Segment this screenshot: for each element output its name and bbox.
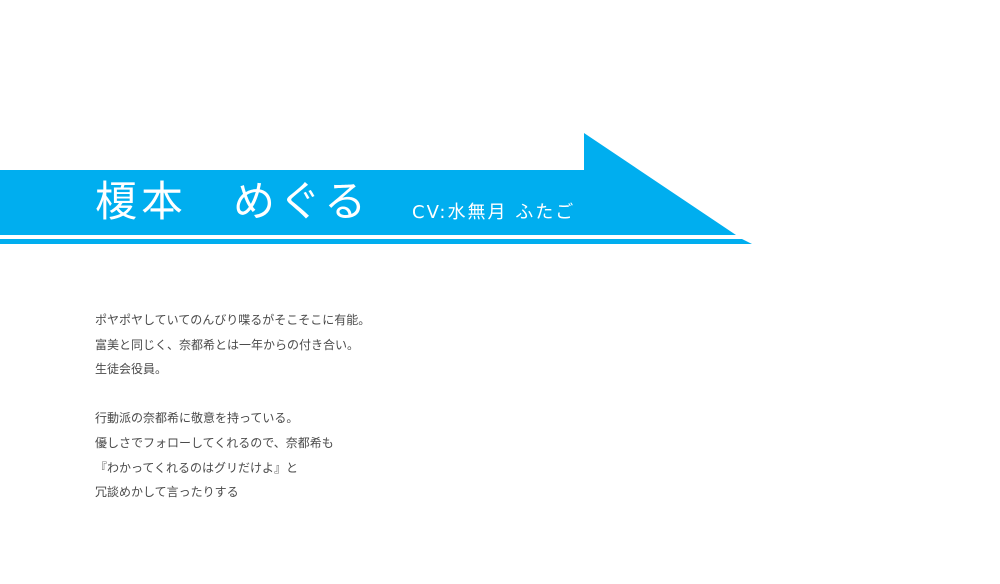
description-line: 生徒会役員。	[95, 362, 168, 377]
description-line: 『わかってくれるのはグリだけよ』と	[95, 460, 299, 475]
paragraph-gap	[95, 382, 695, 407]
description-paragraph: ポヤポヤしていてのんびり喋るがそこそこに有能。 富美と同じく、奈都希とは一年から…	[95, 308, 695, 382]
character-name: 榎本 めぐる	[95, 177, 371, 226]
voice-actor-credit: CV:水無月 ふたご	[412, 202, 576, 223]
description-line: ポヤポヤしていてのんびり喋るがそこそこに有能。	[95, 313, 371, 327]
character-description: ポヤポヤしていてのんびり喋るがそこそこに有能。 富美と同じく、奈都希とは一年から…	[95, 308, 695, 505]
description-line: 行動派の奈都希に敬意を持っている。	[95, 411, 299, 426]
description-line: 優しさでフォローしてくれるので、奈都希も	[95, 435, 334, 450]
description-line: 冗談めかして言ったりする	[95, 485, 239, 500]
description-paragraph: 行動派の奈都希に敬意を持っている。 優しさでフォローしてくれるので、奈都希も 『…	[95, 406, 695, 504]
description-line: 富美と同じく、奈都希とは一年からの付き合い。	[95, 337, 360, 352]
banner-underline-stripe	[0, 239, 752, 244]
banner-arrow-shape	[0, 133, 736, 235]
